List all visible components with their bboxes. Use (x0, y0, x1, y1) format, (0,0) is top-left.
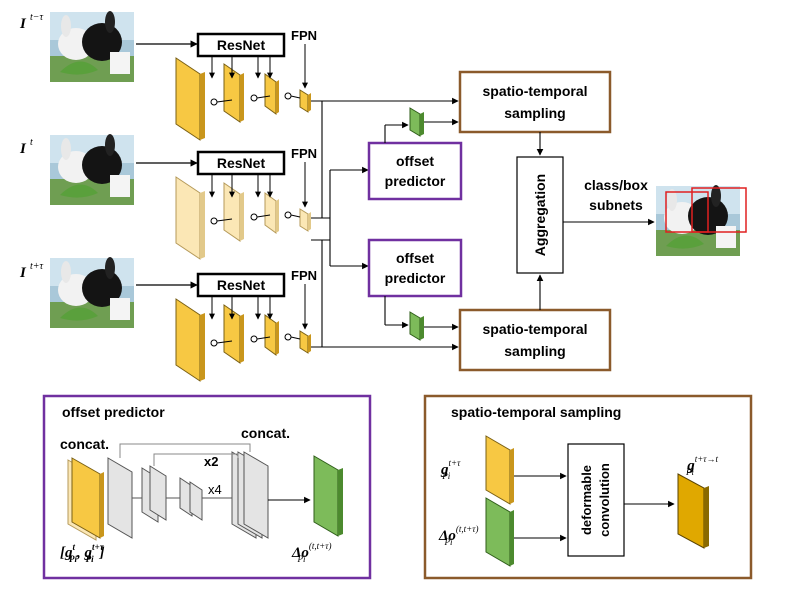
repeat-x2-label: x2 (204, 454, 218, 469)
offset-map-top (409, 107, 424, 137)
offset-predictor-top: offset predictor (367, 141, 463, 201)
backbone-stack-bottom: ResNet FPN (175, 268, 317, 382)
frame-label: I (19, 16, 27, 32)
feature-map (299, 208, 309, 232)
frame-t: I t (19, 134, 134, 205)
feature-map (299, 89, 309, 113)
feature-map (264, 73, 277, 115)
st-sampling-bottom: spatio-temporal sampling (458, 308, 612, 372)
feature-map (175, 176, 201, 260)
fpn-label: FPN (291, 268, 317, 283)
resnet-box (196, 150, 286, 176)
svg-text:predictor: predictor (385, 173, 446, 189)
deformable-conv-box (567, 443, 625, 557)
repeat-x4-label: x4 (208, 482, 222, 497)
feature-map (264, 192, 277, 234)
output-label: Δo(t,t+τ)Pi (291, 541, 331, 564)
offset-map-bottom (409, 311, 424, 341)
svg-text:offset: offset (396, 153, 434, 169)
resnet-label: ResNet (217, 277, 266, 293)
backbone-stack-top: ResNet FPN (175, 28, 317, 141)
fpn-label: FPN (291, 28, 317, 43)
frame-image (50, 11, 134, 82)
svg-text:deformable: deformable (579, 465, 594, 535)
resnet-box (196, 272, 286, 298)
detail-offset-predictor: offset predictor concat. concat. x2 x4 [… (42, 394, 372, 580)
svg-text:offset: offset (396, 250, 434, 266)
backbone-stack-middle: ResNet FPN (175, 146, 317, 260)
svg-text:spatio-temporal: spatio-temporal (482, 321, 587, 337)
resnet-label: ResNet (217, 37, 266, 53)
frame-sup: t+τ (30, 261, 44, 272)
bounding-box (665, 191, 709, 233)
svg-text:subnets: subnets (589, 197, 643, 213)
output-detection-image (656, 185, 747, 256)
frame-image (50, 134, 134, 205)
feature-map (175, 298, 201, 382)
offset-predictor-bottom: offset predictor (367, 238, 463, 298)
detail-title: spatio-temporal sampling (451, 404, 621, 420)
concat-right-label: concat. (241, 425, 290, 441)
fpn-label: FPN (291, 146, 317, 161)
svg-text:class/box: class/box (584, 177, 648, 193)
feature-map (299, 330, 309, 354)
svg-text:Aggregation: Aggregation (532, 174, 548, 256)
feature-map (264, 314, 277, 356)
frame-label: I (19, 265, 27, 281)
svg-text:predictor: predictor (385, 270, 446, 286)
frame-label: I (19, 141, 27, 157)
svg-text:convolution: convolution (597, 463, 612, 537)
frame-t-plus-tau: I t+τ (19, 257, 134, 328)
svg-text:spatio-temporal: spatio-temporal (482, 83, 587, 99)
frame-sup: t (30, 137, 33, 148)
feature-map (175, 57, 201, 141)
resnet-label: ResNet (217, 155, 266, 171)
st-sampling-top: spatio-temporal sampling (458, 70, 612, 134)
frame-sup: t−τ (30, 12, 44, 23)
resnet-box (196, 32, 286, 58)
frame-t-minus-tau: I t−τ (19, 11, 134, 82)
concat-left-label: concat. (60, 436, 109, 452)
input-offset-label: Δo(t,t+τ)Pi (438, 524, 478, 547)
subnets-label: class/box subnets (584, 177, 648, 213)
aggregation-box: Aggregation (516, 156, 564, 274)
bounding-box (691, 187, 747, 233)
svg-text:sampling: sampling (504, 105, 565, 121)
frame-image (50, 257, 134, 328)
detail-title: offset predictor (62, 404, 165, 420)
svg-text:sampling: sampling (504, 343, 565, 359)
